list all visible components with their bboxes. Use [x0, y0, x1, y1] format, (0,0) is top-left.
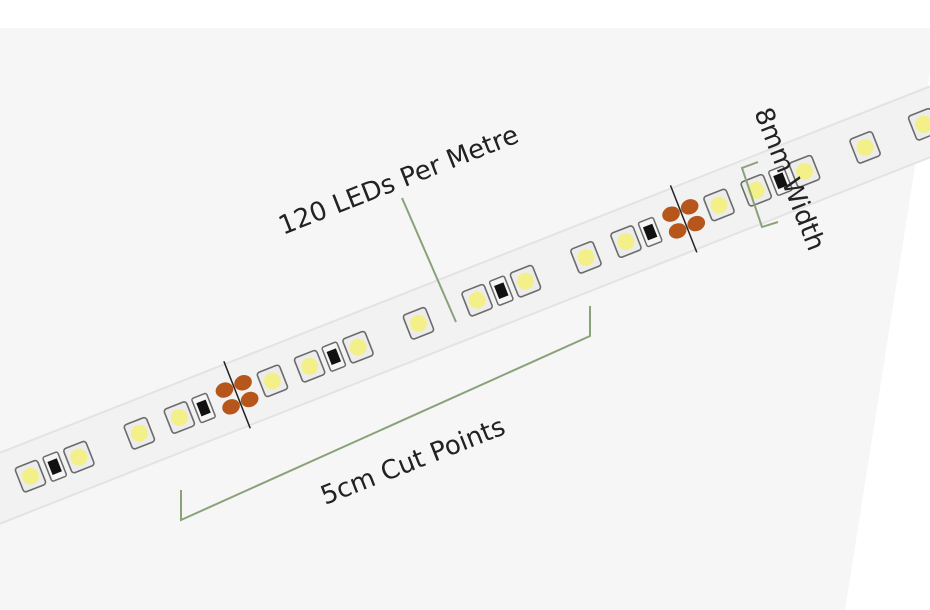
smd-led-icon [570, 240, 602, 274]
smd-led-icon [461, 283, 493, 317]
resistor-icon [321, 341, 347, 372]
resistor-icon [768, 165, 793, 196]
smd-led-icon [788, 154, 821, 188]
copper-cut-pad-icon [215, 361, 259, 429]
smd-led-icon [342, 330, 374, 364]
smd-led-icon [163, 401, 196, 434]
resistor-icon [42, 451, 68, 482]
smd-led-icon [256, 364, 289, 398]
smd-led-icon [907, 107, 930, 141]
smd-led-icon [14, 459, 47, 493]
leds-leader-line [401, 197, 457, 323]
copper-cut-pad-icon [662, 185, 706, 253]
smd-led-icon [610, 225, 642, 258]
resistor-icon [637, 216, 663, 248]
smd-led-icon [63, 440, 95, 474]
smd-led-icon [509, 264, 542, 298]
smd-led-icon [402, 306, 435, 340]
resistor-icon [191, 392, 216, 424]
smd-led-icon [849, 131, 881, 164]
smd-led-icon [703, 188, 735, 222]
resistor-icon [488, 275, 514, 306]
annotations [180, 161, 779, 522]
width-bracket [740, 161, 779, 229]
smd-led-icon [123, 416, 156, 450]
cut-points-bracket [180, 306, 591, 522]
smd-led-icon [293, 349, 326, 383]
